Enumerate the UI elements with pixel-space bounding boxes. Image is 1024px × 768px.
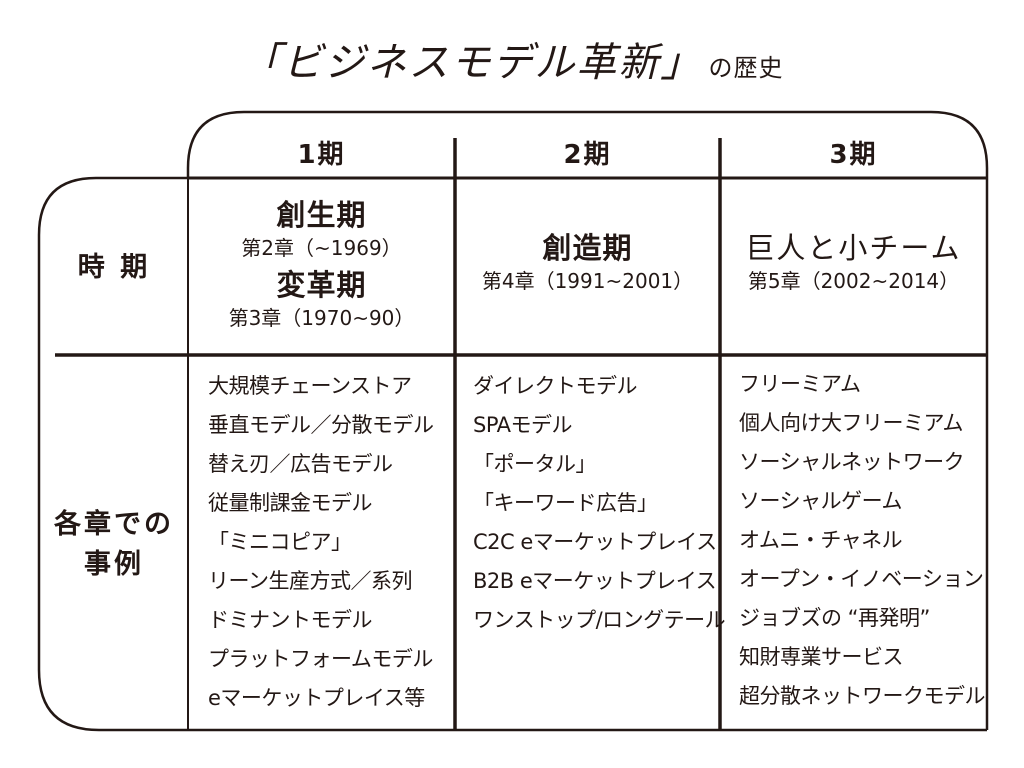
row-label-period: 時 期	[77, 252, 151, 283]
case-list-1: 大規模チェーンストア 垂直モデル／分散モデル 替え刃／広告モデル 従量制課金モデ…	[208, 367, 434, 718]
list-item: オムニ・チャネル	[739, 528, 903, 552]
column-header-3: 3期	[829, 140, 878, 170]
list-item: フリーミアム	[739, 372, 861, 396]
list-item: ジョブズの “再発明”	[739, 606, 930, 630]
title-suffix: の歴史	[708, 54, 784, 82]
case-list-3: フリーミアム 個人向け大フリーミアム ソーシャルネットワーク ソーシャルゲーム …	[739, 365, 986, 716]
list-item: 「ミニコピア」	[208, 530, 352, 554]
list-item: 「キーワード広告」	[473, 491, 658, 515]
list-item: B2B eマーケットプレイス	[473, 569, 717, 593]
era-chapter: 第3章（1970~90）	[228, 306, 415, 330]
era-chapter: 第2章（~1969）	[241, 236, 402, 260]
list-item: 知財専業サービス	[739, 645, 904, 669]
era-name: 創造期	[542, 231, 633, 265]
list-item: ソーシャルゲーム	[739, 489, 902, 513]
list-item: SPAモデル	[473, 413, 573, 437]
column-header-1: 1期	[297, 140, 346, 170]
row-label-cases-line1: 各章での	[54, 509, 174, 540]
list-item: 替え刃／広告モデル	[208, 452, 393, 476]
period-cell-1: 創生期 第2章（~1969） 変革期 第3章（1970~90）	[188, 196, 455, 332]
era-name: 変革期	[276, 268, 367, 302]
label-column-outline	[37, 176, 987, 732]
case-list-2: ダイレクトモデル SPAモデル 「ポータル」 「キーワード広告」 C2C eマー…	[473, 367, 726, 640]
period-cell-2: 創造期 第4章（1991~2001）	[455, 229, 720, 295]
list-item: 従量制課金モデル	[208, 491, 372, 515]
period-cell-3: 巨人と小チーム 第5章（2002~2014）	[720, 229, 987, 295]
list-item: リーン生産方式／系列	[208, 569, 412, 593]
list-item: 個人向け大フリーミアム	[739, 411, 964, 435]
list-item: C2C eマーケットプレイス	[473, 530, 717, 554]
header-outline	[186, 110, 989, 730]
list-item: 超分散ネットワークモデル	[739, 684, 986, 708]
list-item: プラットフォームモデル	[208, 647, 433, 671]
column-header-2: 2期	[563, 140, 612, 170]
list-item: 大規模チェーンストア	[208, 374, 412, 398]
list-item: ドミナントモデル	[208, 608, 372, 632]
list-item: オープン・イノベーション	[739, 567, 984, 591]
era-name: 創生期	[276, 198, 367, 232]
title-main: 「ビジネスモデル革新」	[240, 40, 703, 86]
era-name: 巨人と小チーム	[745, 231, 962, 265]
era-chapter: 第4章（1991~2001）	[481, 269, 694, 293]
list-item: ダイレクトモデル	[473, 374, 638, 398]
row-label-cases: 各章での 事例	[40, 505, 188, 585]
list-item: eマーケットプレイス等	[208, 686, 425, 710]
list-item: ソーシャルネットワーク	[739, 450, 965, 474]
list-item: ワンストップ/ロングテール	[473, 608, 726, 632]
era-chapter: 第5章（2002~2014）	[747, 269, 960, 293]
page-title: 「ビジネスモデル革新」の歴史	[0, 30, 1024, 88]
row-label-cases-line2: 事例	[84, 549, 144, 580]
list-item: 「ポータル」	[473, 452, 597, 476]
list-item: 垂直モデル／分散モデル	[208, 413, 434, 437]
